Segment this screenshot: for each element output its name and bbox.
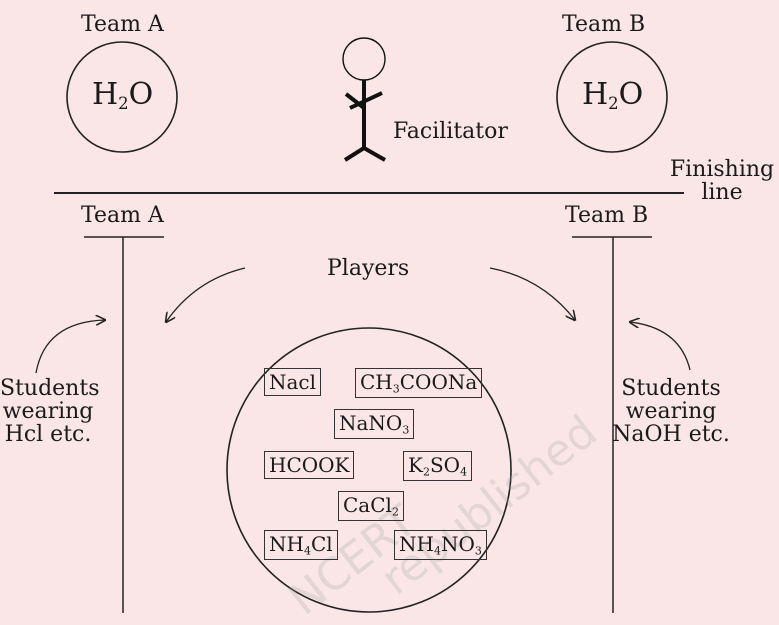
salt-nacl: Nacl [264, 368, 322, 396]
arrow-players-to-team-b [489, 267, 575, 320]
team-b-water-formula: H2O [582, 77, 644, 113]
team-b-water-circle [556, 41, 668, 153]
players-label: Players [327, 256, 410, 281]
arrow-students-to-team-b [630, 322, 691, 371]
salt-potassium-sulfate: K2SO4 [403, 451, 473, 482]
finishing-line-label: Finishing line [669, 157, 775, 206]
salt-calcium-chloride: CaCl2 [338, 491, 404, 522]
team-b-lane-label: Team B [565, 203, 649, 228]
salt-potassium-formate: HCOOK [264, 451, 355, 479]
salt-ammonium-chloride: NH4Cl [264, 530, 338, 561]
salt-sodium-nitrate: NaNO3 [334, 409, 415, 440]
salt-sodium-acetate: CH3COONa [355, 368, 483, 399]
arrow-students-to-team-a [35, 320, 105, 374]
team-b-top-label: Team B [562, 12, 646, 37]
facilitator-figure [342, 37, 386, 162]
salt-ammonium-nitrate: NH4NO3 [394, 530, 487, 561]
team-a-lane-label: Team A [81, 203, 164, 228]
students-left-label: Students wearing Hcl etc. [0, 376, 100, 448]
team-a-top-label: Team A [81, 12, 164, 37]
team-a-water-formula: H2O [92, 77, 154, 113]
arrow-players-to-team-a [166, 267, 246, 322]
team-a-water-circle [66, 41, 178, 153]
facilitator-label: Facilitator [393, 119, 508, 144]
students-right-label: Students wearing NaOH etc. [612, 376, 730, 448]
players-circle [226, 327, 512, 613]
